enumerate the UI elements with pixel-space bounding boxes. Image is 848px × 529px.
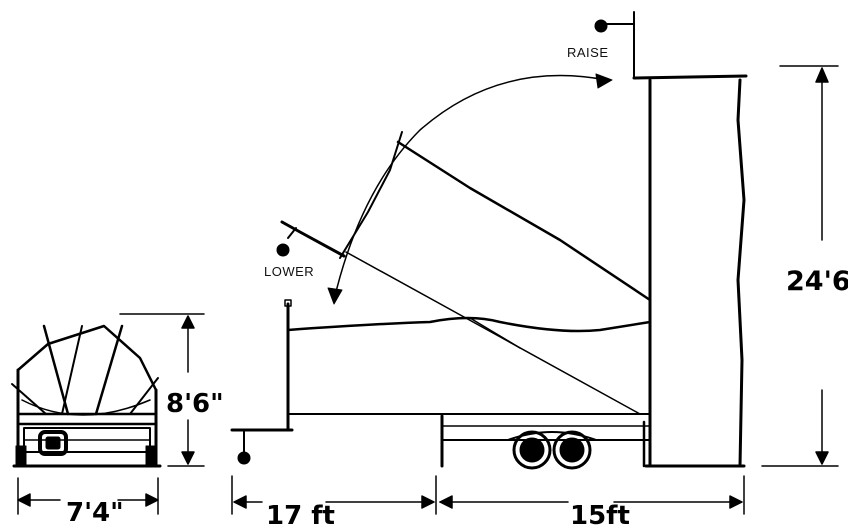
total-height-label: 24'6" bbox=[786, 266, 848, 297]
diagonal-brace bbox=[345, 251, 641, 415]
front-view bbox=[11, 324, 162, 468]
front-post-cap bbox=[284, 299, 292, 307]
rear-length-label: 15ft bbox=[570, 501, 630, 529]
front-arm-outer-right bbox=[129, 377, 159, 415]
front-wheel-left bbox=[15, 445, 27, 467]
roof-intermediate-arm bbox=[339, 131, 403, 259]
roof-lowered bbox=[286, 316, 652, 333]
front-arm-mid bbox=[61, 325, 83, 415]
front-deck bbox=[16, 412, 158, 426]
transport-height-label: 8'6" bbox=[166, 389, 224, 419]
wheel-front bbox=[512, 430, 552, 470]
front-hub bbox=[38, 430, 68, 456]
stage-tower bbox=[648, 78, 746, 468]
side-view bbox=[230, 11, 748, 470]
front-length-label: 17 ft bbox=[266, 501, 335, 529]
lower-handle-bar bbox=[287, 227, 297, 239]
front-wheel-right bbox=[145, 445, 157, 467]
raise-label: RAISE bbox=[567, 45, 609, 60]
wheel-fender bbox=[507, 431, 597, 441]
transport-width-label: 7'4" bbox=[66, 498, 124, 528]
raise-handle-knob bbox=[594, 19, 608, 33]
lower-handle-arm bbox=[280, 220, 346, 258]
raise-lower-arc bbox=[333, 74, 607, 301]
front-length-dimension bbox=[231, 475, 437, 515]
hitch-jack bbox=[237, 451, 251, 465]
front-arm-left bbox=[42, 324, 70, 416]
roof-brace bbox=[469, 317, 521, 349]
lower-label: LOWER bbox=[264, 264, 314, 279]
front-hub-inner bbox=[45, 436, 61, 450]
front-roof-frame bbox=[16, 324, 158, 392]
transport-width-dimension bbox=[17, 477, 159, 515]
total-height-dimension bbox=[761, 65, 839, 467]
lower-handle-knob bbox=[276, 243, 290, 257]
tower-top bbox=[632, 74, 748, 80]
roof-intermediate bbox=[396, 140, 652, 302]
front-arm-right bbox=[94, 324, 124, 416]
rear-length-dimension bbox=[439, 475, 745, 515]
lower-arrow-head bbox=[327, 287, 343, 305]
wheel-rear bbox=[552, 430, 592, 470]
transport-height-dimension bbox=[119, 313, 205, 467]
raise-arrow-head bbox=[595, 73, 613, 89]
